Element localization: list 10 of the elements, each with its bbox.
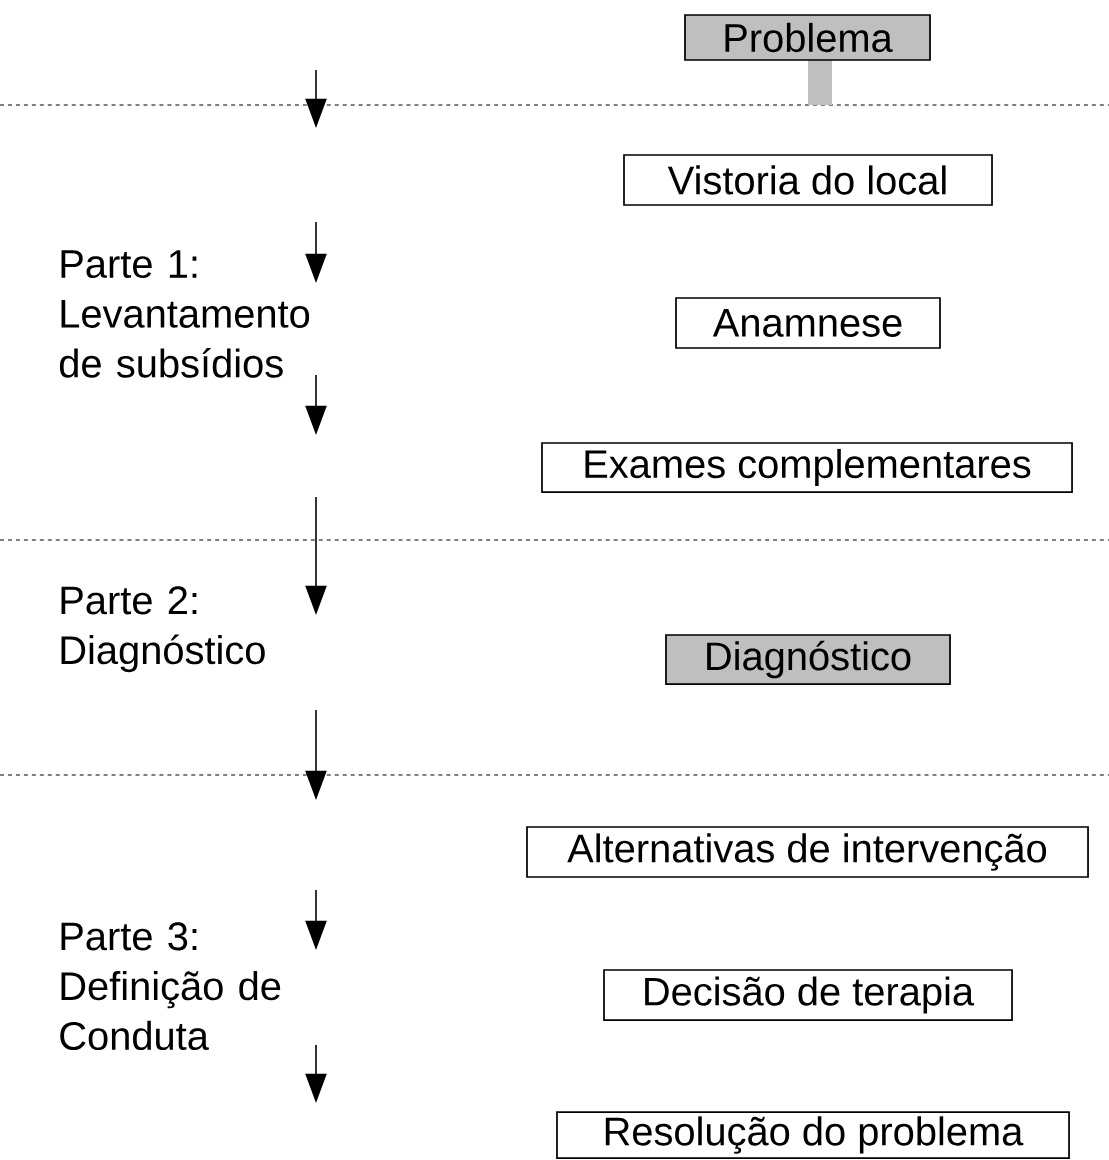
step-box: Vistoria do local xyxy=(623,154,993,206)
section-label: Parte 1: Levantamento de subsídios xyxy=(59,250,310,378)
section-label: Parte 2: Diagnóstico xyxy=(61,586,265,673)
step-box: Resolução do problema xyxy=(556,1111,1070,1159)
step-box: Anamnese xyxy=(675,297,941,349)
step-box: Decisão de terapia xyxy=(603,969,1013,1021)
section-label: Parte 3: Definição de Conduta xyxy=(60,922,281,1051)
step-box: Exames complementares xyxy=(541,442,1073,493)
highlighted-step-box: Diagnóstico xyxy=(665,634,951,685)
step-box: Alternativas de intervenção xyxy=(526,826,1089,878)
